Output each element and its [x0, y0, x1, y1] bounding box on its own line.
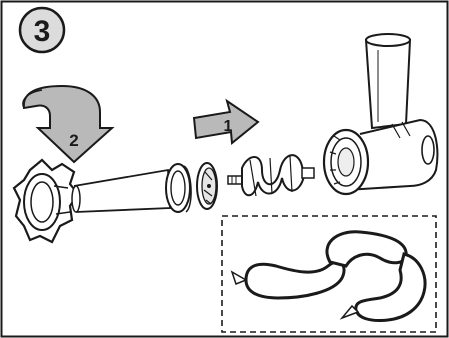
arrow-2-label: 2	[69, 131, 78, 150]
step-badge: 3	[18, 6, 66, 54]
stuffing-tube	[71, 163, 192, 213]
arrow-1-label: 1	[224, 118, 233, 135]
rotate-arrow: 2	[22, 84, 115, 164]
sausage-left	[244, 260, 346, 300]
grinder-housing	[322, 33, 439, 196]
separator-disc	[196, 162, 218, 210]
inset-frame	[221, 215, 437, 333]
push-arrow: 1	[192, 98, 260, 145]
sausage-right	[354, 252, 427, 322]
locking-ring	[12, 158, 80, 244]
sausage-link	[325, 230, 408, 268]
step-number: 3	[34, 15, 51, 48]
feed-screw	[227, 154, 315, 197]
sausage-inset	[221, 215, 437, 333]
